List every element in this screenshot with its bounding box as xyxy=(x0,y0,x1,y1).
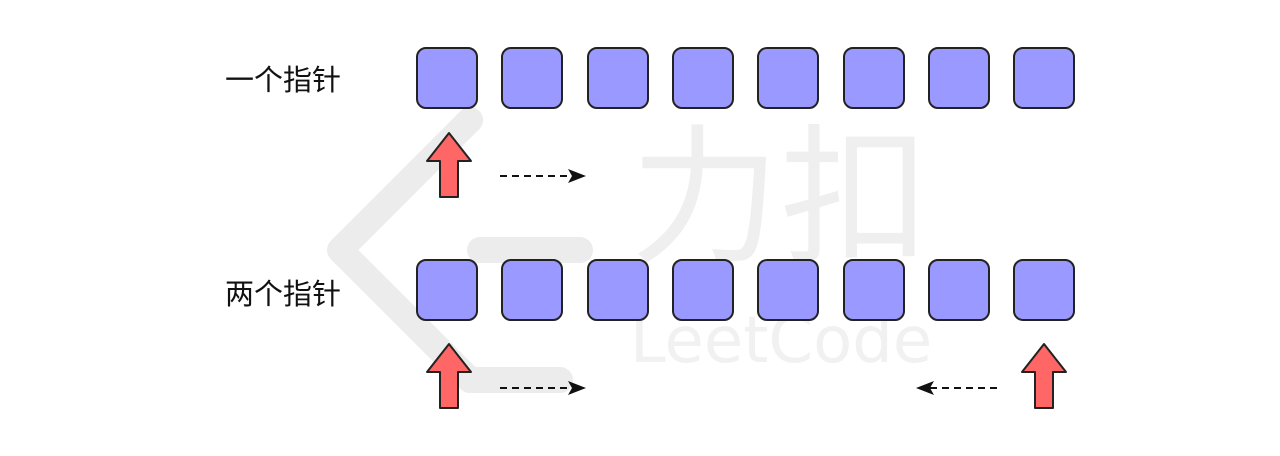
pointer-up-arrow-icon xyxy=(426,343,472,409)
array-cell xyxy=(672,47,734,109)
array-cell xyxy=(843,259,905,321)
array-cell xyxy=(501,259,563,321)
array-cell xyxy=(416,259,478,321)
pointer-up-arrow-icon xyxy=(426,132,472,198)
array-cell xyxy=(843,47,905,109)
array-cell xyxy=(757,259,819,321)
pointer-up-arrow-icon xyxy=(1021,343,1067,409)
array-cell xyxy=(587,47,649,109)
array-cell xyxy=(1013,259,1075,321)
leetcode-logo-icon xyxy=(327,107,573,393)
watermark-chinese: 力扣 xyxy=(630,112,930,286)
direction-right-arrow-icon xyxy=(500,169,586,183)
array-cell xyxy=(1013,47,1075,109)
array-cell xyxy=(501,47,563,109)
array-cell xyxy=(587,259,649,321)
array-cell xyxy=(416,47,478,109)
array-cell xyxy=(928,259,990,321)
row-label-one-pointer: 一个指针 xyxy=(225,63,342,97)
array-cell xyxy=(757,47,819,109)
array-cell xyxy=(928,47,990,109)
array-cell xyxy=(672,259,734,321)
direction-left-arrow-icon xyxy=(916,381,1002,395)
row-label-two-pointers: 两个指针 xyxy=(225,277,342,311)
direction-right-arrow-icon xyxy=(500,381,586,395)
